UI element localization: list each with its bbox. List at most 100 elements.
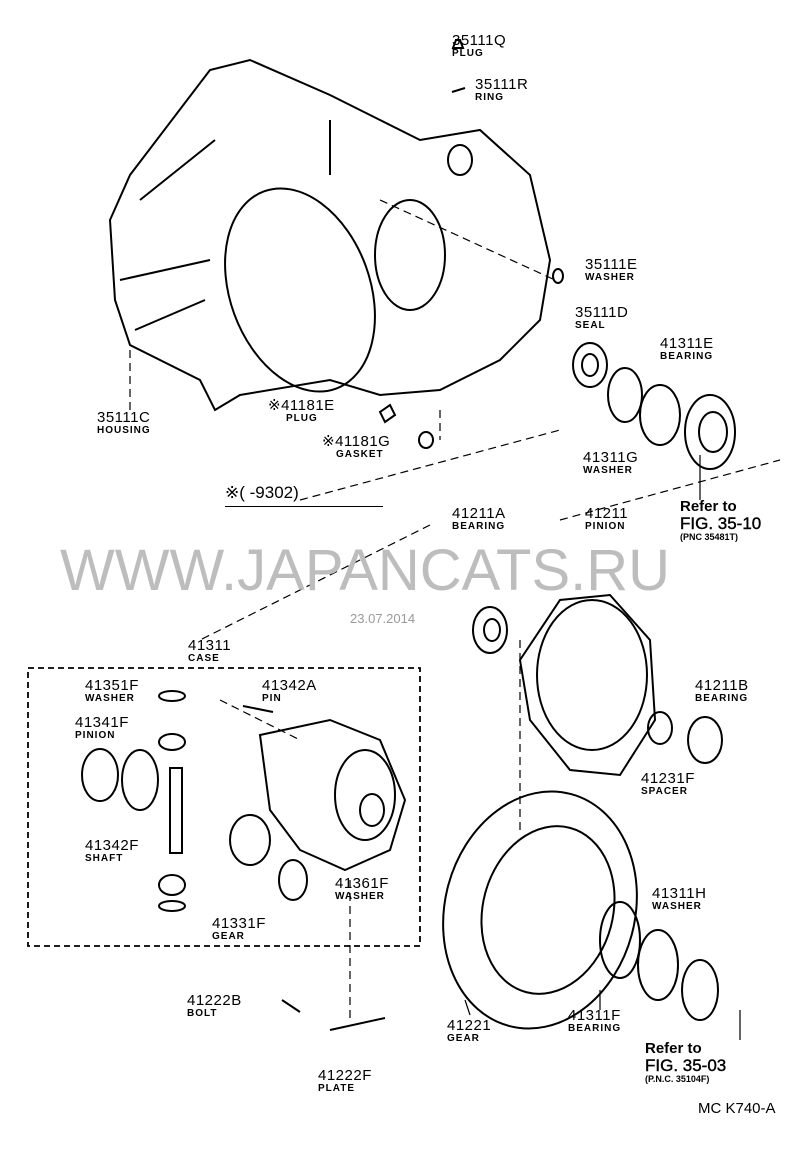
part-number: 41342A (262, 677, 317, 694)
bearing-41211B-shape (687, 716, 723, 764)
pinion-41341F-shape (158, 733, 186, 751)
part-number: 41342F (85, 837, 139, 854)
part-name: GEAR (447, 1033, 480, 1044)
part-name: SPACER (641, 786, 688, 797)
part-number: 41222B (187, 992, 242, 1009)
housing-shape (108, 58, 552, 412)
plug-35111Q-shape (451, 39, 465, 49)
bearing-41311E-shape (639, 384, 681, 446)
part-name: PLUG (286, 413, 318, 424)
shaft-41342F-shape (169, 767, 183, 854)
gasket-41181G-shape (418, 431, 434, 449)
diff-case-shape (258, 718, 407, 872)
bearing-41211A-inner (483, 618, 501, 642)
side-gear-shape (121, 749, 159, 811)
part-number: 35111D (575, 304, 629, 321)
label-ticks (464, 455, 741, 1040)
part-name: WASHER (583, 465, 633, 476)
part-name: BEARING (452, 521, 506, 532)
washer-41351F-shape (158, 690, 186, 702)
part-name: PLUG (452, 48, 484, 59)
part-number: 41311 (188, 637, 232, 654)
part-number: 35111Q (452, 32, 507, 49)
part-number: 41311E (660, 335, 714, 352)
side-washer-shape (81, 748, 119, 802)
seal-inner-shape (581, 353, 599, 377)
part-number: 35111C (97, 409, 151, 426)
part-name: CASE (188, 653, 220, 664)
part-name: BOLT (187, 1008, 218, 1019)
race-shape (684, 394, 736, 470)
part-name: BEARING (695, 693, 749, 704)
diff-case-hub (359, 793, 385, 827)
pinion-shape (518, 593, 657, 777)
housing-bore (224, 187, 376, 393)
washer-41361F-shape (278, 859, 308, 901)
leader-lines (129, 199, 781, 1020)
bearing-41211A-shape (472, 606, 508, 654)
part-number: 41211A (452, 505, 506, 522)
plate-41222F-shape (329, 1017, 386, 1031)
part-name: PLATE (318, 1083, 356, 1094)
part-number: 41311F (568, 1007, 621, 1024)
outer-race-shape (681, 959, 719, 1021)
plug-41181E-shape (378, 403, 397, 424)
part-number: 41351F (85, 677, 139, 694)
diagram-code: MC K740-A (698, 1100, 776, 1117)
pin-41342A-shape (242, 705, 274, 713)
part-name: RING (475, 92, 504, 103)
part-number: 41222F (318, 1067, 372, 1084)
ring-35111R-shape (451, 87, 466, 93)
part-name: WASHER (335, 891, 385, 902)
part-name: GASKET (336, 449, 384, 460)
refer-pnc: (PNC 35481T) (680, 531, 739, 542)
housing-boss (447, 144, 473, 176)
part-name: BEARING (568, 1023, 622, 1034)
part-number: 35111E (585, 256, 638, 273)
part-number: 35111R (475, 76, 529, 93)
refer-figure: FIG. 35-10 (680, 513, 762, 533)
part-name: SEAL (575, 320, 606, 331)
housing-side-bore (374, 199, 446, 311)
washer-41311G-shape (607, 367, 643, 423)
part-number: 41231F (641, 770, 695, 787)
gear-41331F-shape (229, 814, 271, 866)
part-name: PINION (585, 521, 626, 532)
part-number: 41221 (447, 1017, 492, 1034)
part-number: ※41181G (322, 433, 391, 450)
applicability-note: ※( -9302) (225, 483, 383, 507)
seal-shape (572, 342, 608, 388)
part-number: 41211B (695, 677, 749, 694)
part-number: 41311H (652, 885, 707, 902)
refer-pnc: (P.N.C. 35104F) (645, 1073, 710, 1084)
part-name: WASHER (585, 272, 635, 283)
part-number: 41361F (335, 875, 389, 892)
refer-text: Refer to (645, 1040, 702, 1057)
part-name: PINION (75, 730, 116, 741)
pinion-face (536, 599, 648, 751)
ring-gear-inner (480, 825, 616, 995)
watermark-date: 23.07.2014 (350, 611, 416, 626)
watermark: WWW.JAPANCATS.RU (60, 538, 671, 603)
